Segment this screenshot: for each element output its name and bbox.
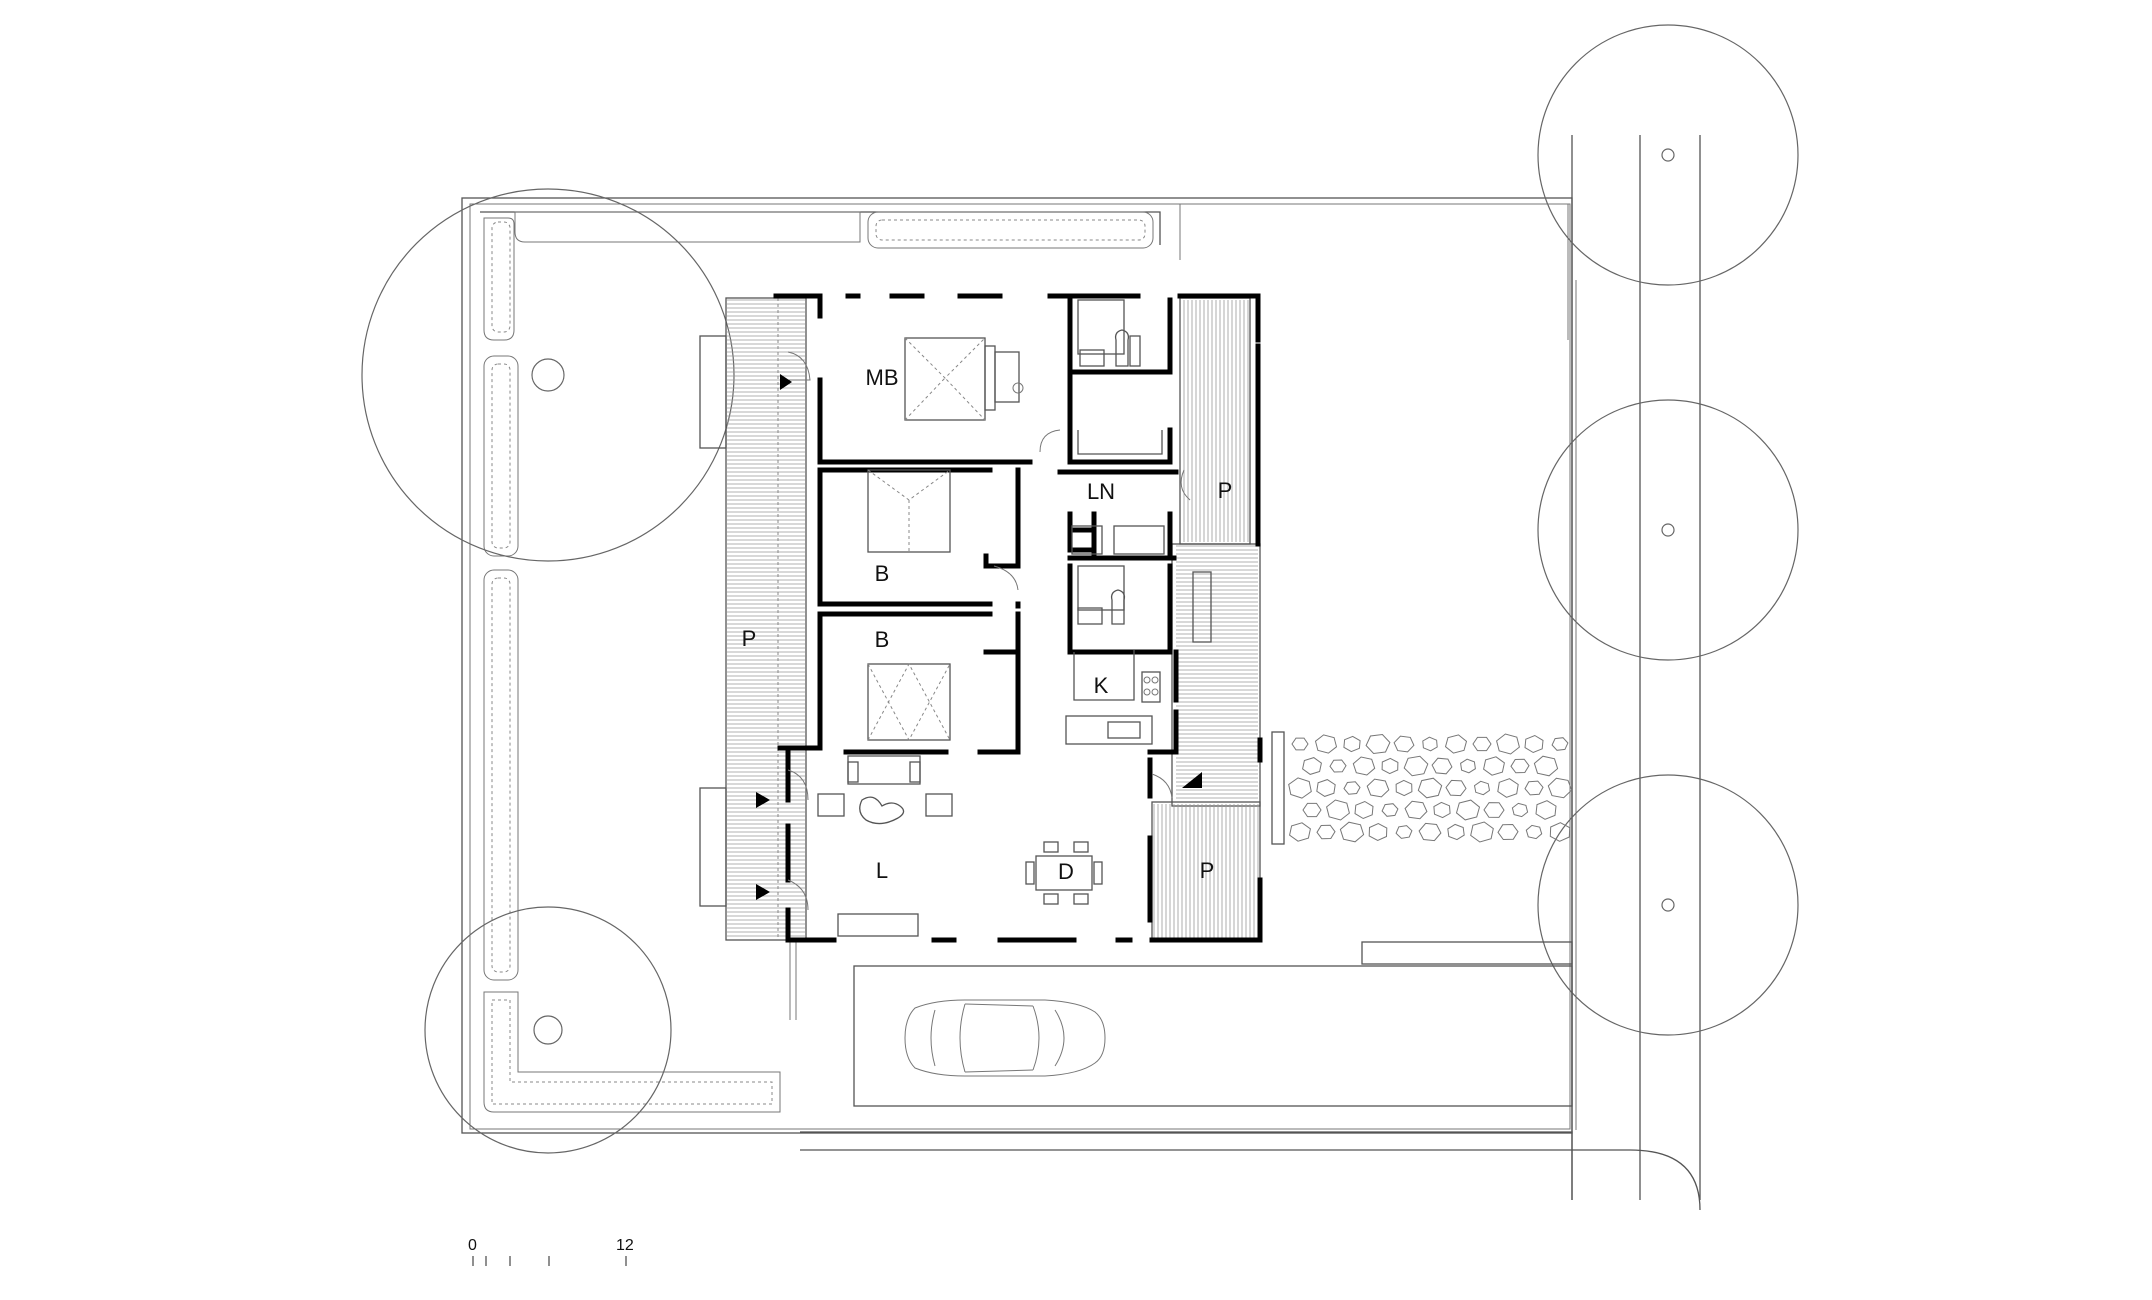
stepping-stone (1381, 803, 1399, 817)
stepping-stone (1316, 779, 1336, 797)
stepping-stone (1549, 822, 1571, 842)
driveway (789, 940, 1573, 1107)
scale-bar: 0 12 (468, 1237, 634, 1266)
stepping-stone (1524, 734, 1544, 754)
label-living: L (876, 858, 888, 883)
stepping-stone (1418, 822, 1442, 842)
stepping-stone (1422, 736, 1438, 752)
stepping-stone (1431, 757, 1453, 775)
trees (361, 24, 1799, 1154)
east-deck (1171, 543, 1261, 807)
stepping-stone (1381, 757, 1399, 775)
stepping-stone (1533, 755, 1559, 777)
stepping-stone (1511, 802, 1529, 818)
stepping-stone (1302, 757, 1322, 775)
fixtures (787, 299, 1191, 937)
stepping-stone (1483, 756, 1505, 776)
stepping-stone (1366, 778, 1390, 798)
stepping-stone (1393, 735, 1415, 753)
stepping-stone (1524, 780, 1544, 796)
stepping-stone (1339, 821, 1365, 843)
stepping-stone (1496, 733, 1520, 755)
label-kitchen: K (1094, 673, 1109, 698)
stepping-stone (1417, 777, 1443, 799)
label-patio-west: P (742, 626, 757, 651)
stepping-stone (1551, 737, 1569, 751)
label-bedroom-1: B (875, 561, 890, 586)
stepping-stone (1525, 824, 1543, 840)
stepping-stone (1497, 778, 1519, 798)
label-patio-north-east: P (1218, 478, 1233, 503)
label-patio-south-east: P (1200, 858, 1215, 883)
stepping-stone (1470, 821, 1494, 843)
building-walls (773, 293, 1263, 943)
stepping-stone (1352, 756, 1376, 776)
stepping-stone (1343, 735, 1361, 753)
stepping-stone (1433, 801, 1451, 819)
stepping-stone (1460, 758, 1476, 774)
label-master-bedroom: MB (866, 365, 899, 390)
stepping-stone (1302, 802, 1322, 818)
stepping-stone-path (1271, 731, 1573, 845)
stepping-stone (1444, 734, 1468, 754)
stepping-stone (1291, 737, 1309, 751)
stepping-stone (1289, 822, 1311, 842)
garden-beds (480, 211, 1161, 1113)
stepping-stone (1455, 799, 1481, 821)
stepping-stone (1354, 800, 1374, 820)
stepping-stone (1395, 825, 1413, 839)
stepping-stone (1472, 736, 1492, 752)
stepping-stone (1314, 734, 1338, 754)
stepping-stone (1473, 780, 1491, 796)
north-east-deck (1179, 297, 1251, 545)
stepping-stone (1445, 779, 1467, 797)
label-bedroom-2: B (875, 627, 890, 652)
stepping-stone (1535, 800, 1557, 820)
stepping-stone (1288, 777, 1312, 799)
stepping-stone (1403, 755, 1429, 777)
entry-arrows (756, 374, 1202, 900)
stepping-stone (1447, 823, 1465, 841)
label-linen: LN (1087, 479, 1115, 504)
stepping-stone (1404, 800, 1428, 820)
stepping-stone (1510, 758, 1530, 774)
stepping-stone (1497, 823, 1519, 841)
stepping-stone (1368, 822, 1388, 842)
stepping-stone (1329, 759, 1347, 773)
stepping-stone (1365, 733, 1391, 755)
stepping-stone (1343, 781, 1361, 795)
stepping-stone (1326, 799, 1350, 821)
stepping-stone (1547, 777, 1573, 799)
scale-start-label: 0 (468, 1237, 477, 1254)
stepping-stone (1483, 802, 1505, 818)
car (904, 999, 1106, 1077)
scale-end-label: 12 (616, 1237, 634, 1254)
stepping-stone (1316, 824, 1336, 840)
west-deck (699, 297, 807, 941)
label-dining: D (1058, 859, 1074, 884)
room-labels: MB LN P B B P K L D P (742, 365, 1233, 884)
stepping-stone (1395, 779, 1413, 797)
